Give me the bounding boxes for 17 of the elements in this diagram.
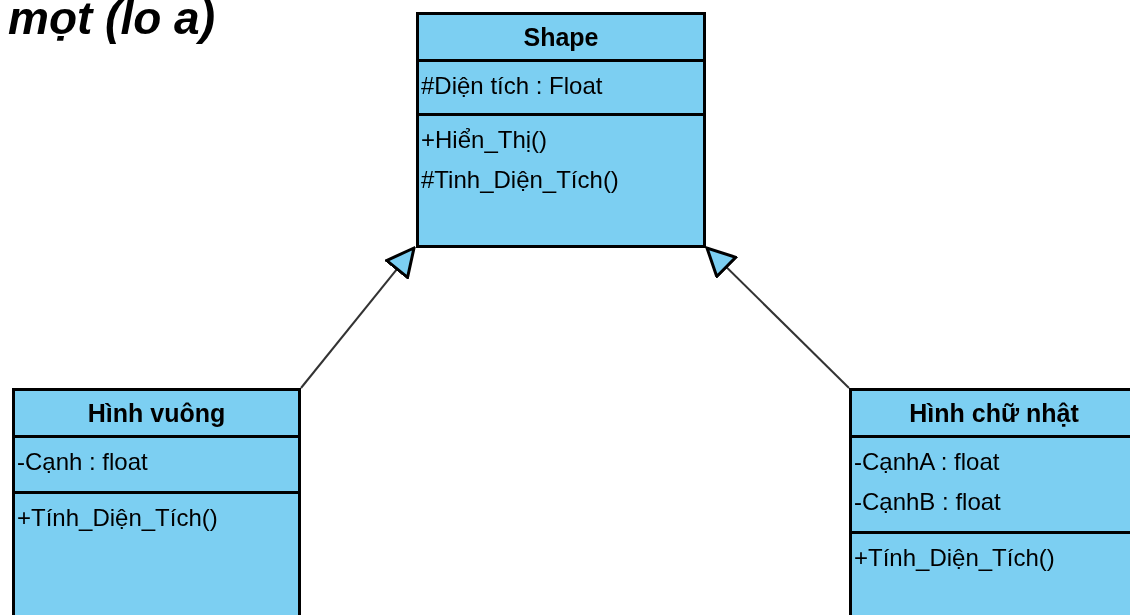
class-box xyxy=(416,12,706,248)
class-name: Hình vuông xyxy=(87,398,226,429)
inheritance-arrow xyxy=(300,246,416,389)
method-text: +Hiển_Thị() xyxy=(420,125,549,155)
attribute-text: #Diện tích : Float xyxy=(420,71,604,101)
heading-text: mọt (lo a) xyxy=(8,0,215,44)
attribute-text: -CạnhB : float xyxy=(853,487,1002,517)
class-box xyxy=(849,388,1130,615)
class-box xyxy=(12,388,301,615)
attribute-text: -Cạnh : float xyxy=(16,447,149,477)
inheritance-arrow xyxy=(705,246,850,389)
class-name: Hình chữ nhật xyxy=(909,398,1079,429)
method-text: #Tinh_Diện_Tích() xyxy=(420,165,620,195)
method-text: +Tính_Diện_Tích() xyxy=(16,503,219,533)
class-name: Shape xyxy=(523,22,599,53)
method-text: +Tính_Diện_Tích() xyxy=(853,543,1056,573)
attribute-text: -CạnhA : float xyxy=(853,447,1001,477)
